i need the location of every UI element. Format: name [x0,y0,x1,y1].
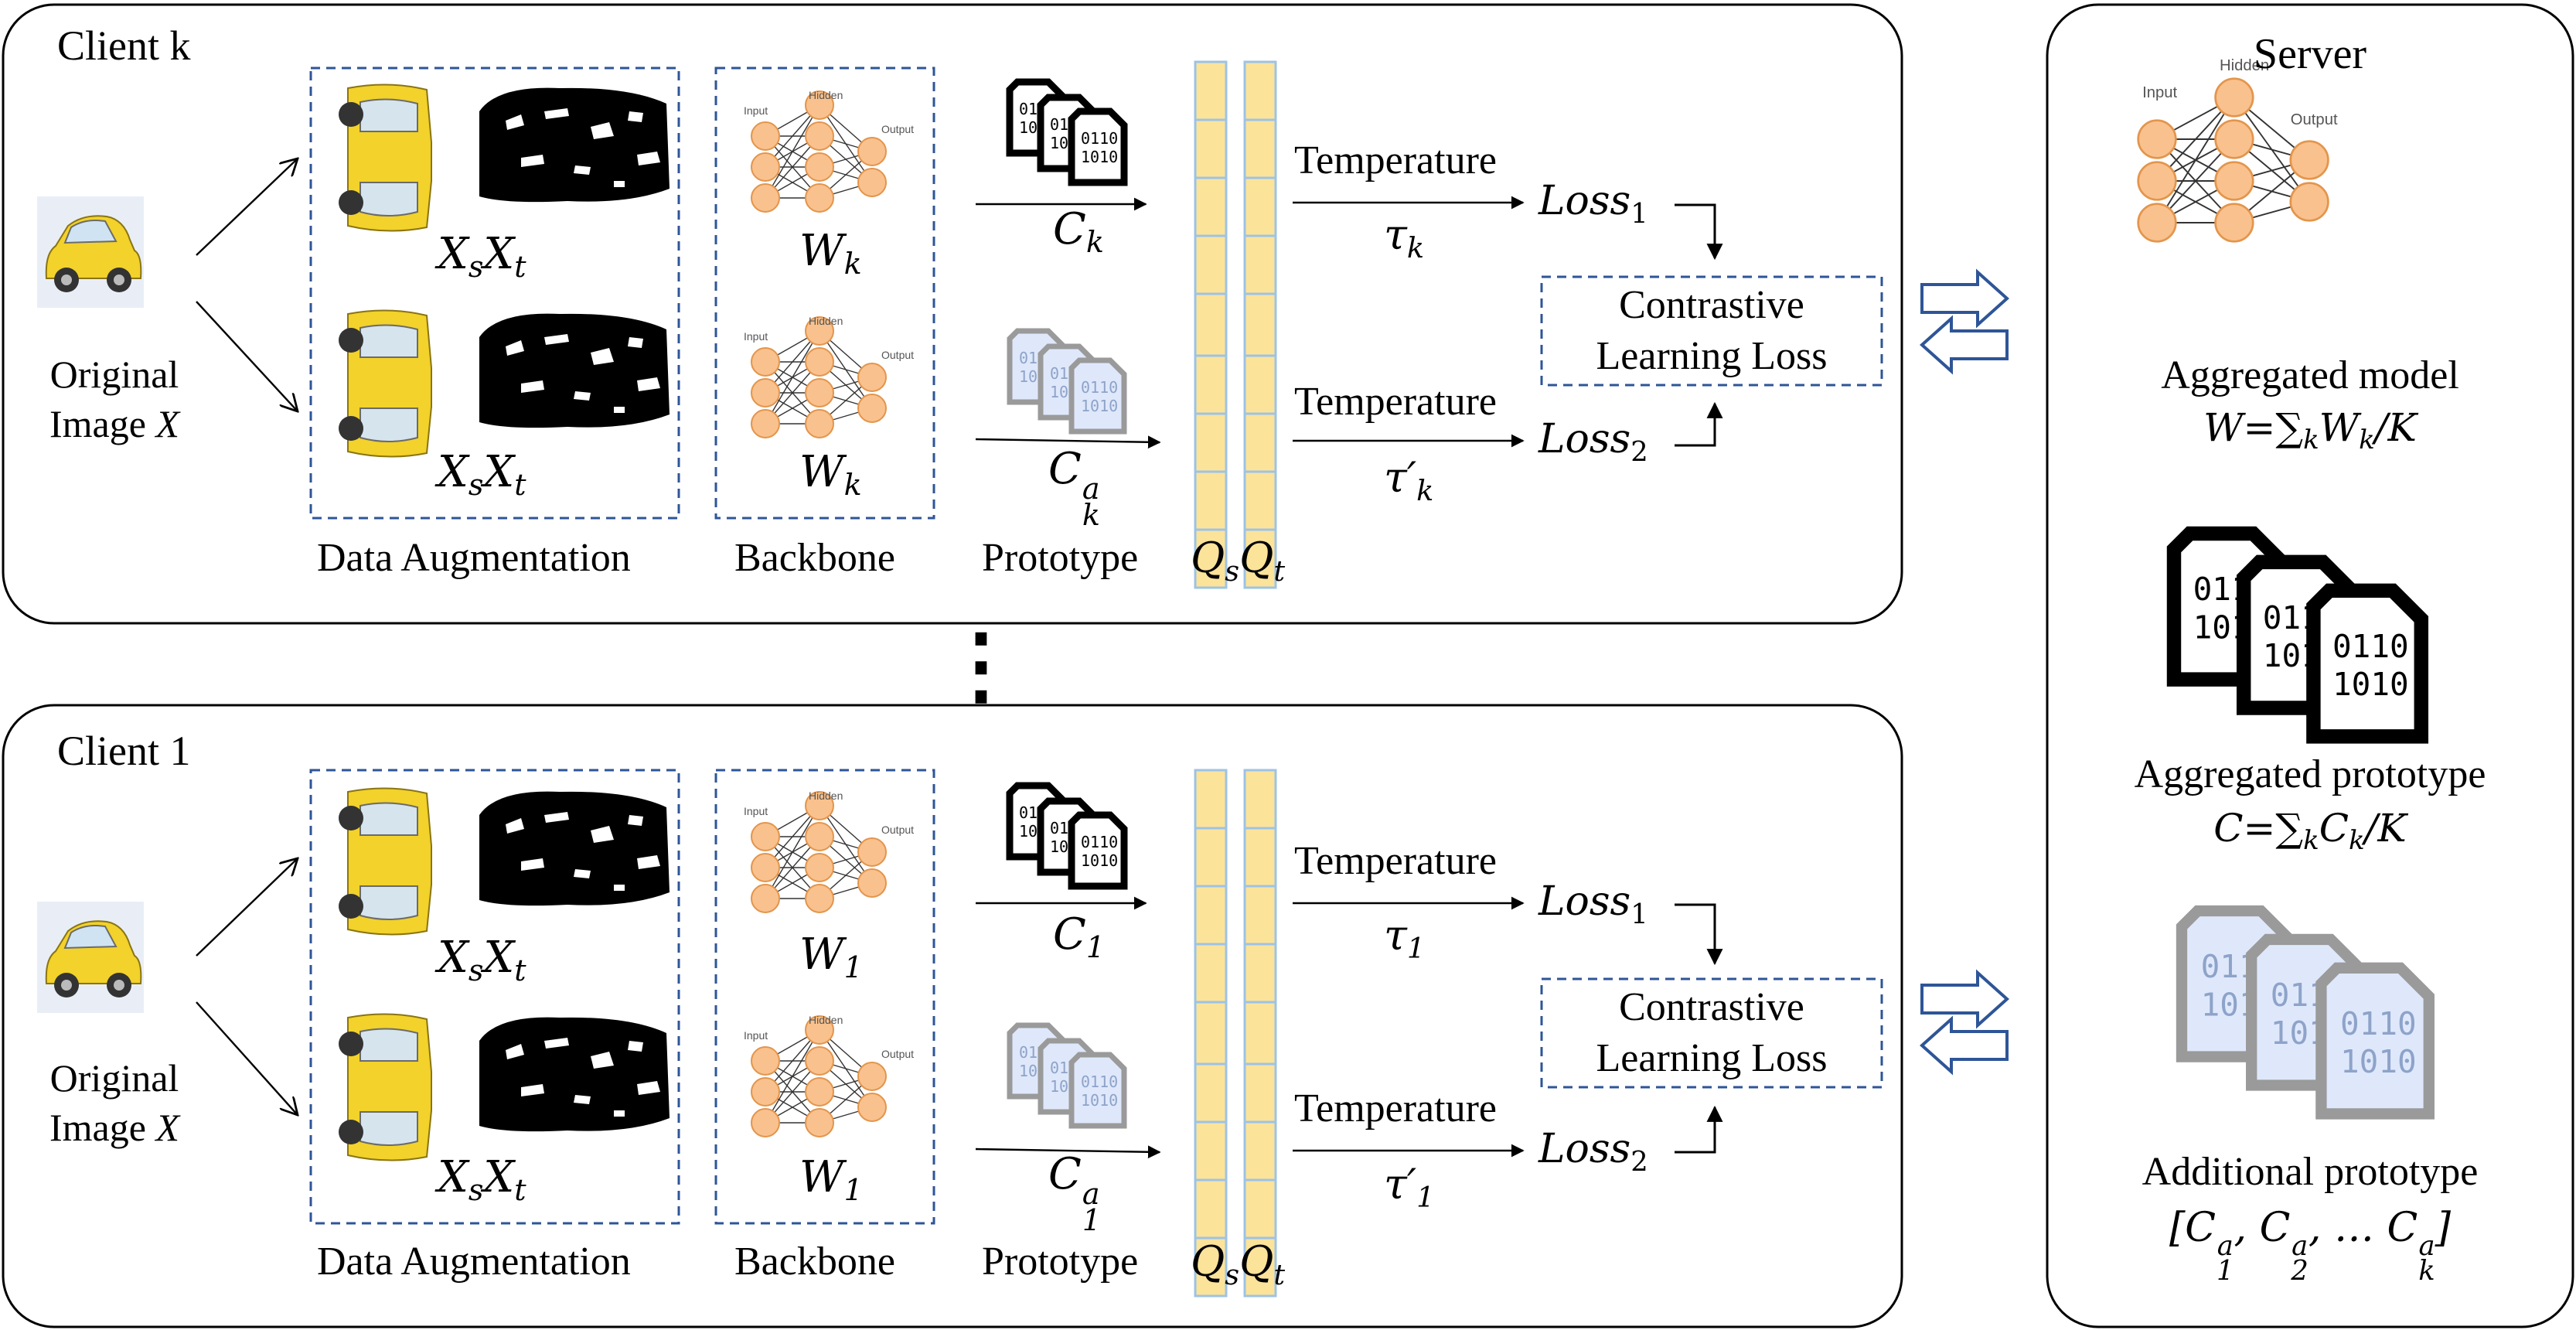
w-label: Wk [799,226,862,281]
loss1-label: Loss1 [1538,178,1648,230]
agg-proto-label: Aggregated prototype [2134,752,2486,796]
w-label: Wk [799,447,862,503]
c-label: C1 [1053,909,1106,965]
nn-input-label: Input [744,104,768,117]
tau-label: τ1 [1384,911,1426,966]
svg-text:Output: Output [881,123,914,135]
w-label: W1 [799,1152,863,1208]
backbone-label: Backbone [734,536,895,580]
svg-text:Output: Output [2291,111,2338,128]
queue-qs [1194,60,1228,589]
svg-text:Output: Output [881,1048,914,1060]
temperature-label: Temperature [1294,380,1497,424]
c-label: Ck [1053,204,1104,260]
server-additional-prototype-icon [2182,911,2429,1113]
server-nn-icon: Input Hidden Output [2137,57,2338,243]
xs-xt-label: XsXt [438,1152,526,1208]
svg-text:Hidden: Hidden [809,315,843,327]
client-1-panel [2,704,1903,1328]
client-1-title: Client 1 [57,728,191,774]
aug-label: Data Augmentation [317,1240,631,1284]
qs-qt-label: QsQt [1191,1237,1286,1292]
svg-text:Input: Input [2142,84,2177,101]
prototype-label: Prototype [982,536,1139,580]
download-arrow-1 [1920,1018,2009,1073]
svg-text:Input: Input [744,330,768,343]
svg-text:Output: Output [881,349,914,361]
loss2-label: Loss2 [1538,1126,1648,1178]
temperature-label: Temperature [1294,138,1497,182]
upload-arrow-k [1920,271,2009,326]
svg-text:Hidden: Hidden [809,1014,843,1026]
temperature-label: Temperature [1294,839,1497,883]
w-label: W1 [799,929,863,985]
svg-text:Input: Input [744,1029,768,1042]
xs-xt-label: XsXt [438,229,526,285]
original-image-label: Original Image X [49,353,179,445]
tau-label: τk [1384,210,1425,265]
prototype-label: Prototype [982,1240,1139,1284]
queue-qt [1243,60,1277,589]
upload-arrow-1 [1920,971,2009,1027]
tau-prime-label: τ′1 [1384,1160,1435,1215]
contrastive-loss-box [1540,275,1883,387]
original-car-image [36,196,145,309]
xs-xt-label: XsXt [438,447,526,503]
xs-xt-label: XsXt [438,933,526,988]
server-panel [2046,3,2574,1328]
temperature-label: Temperature [1294,1086,1497,1130]
add-proto-label: Additional prototype [2142,1150,2479,1194]
loss2-label: Loss2 [1538,416,1648,468]
agg-model-label: Aggregated model [2161,353,2459,397]
ellipsis-icon: ⋮ [939,619,1024,713]
svg-text:Hidden: Hidden [809,789,843,802]
svg-text:Output: Output [881,824,914,836]
agg-proto-formula: C=∑kCk/K [2213,806,2407,857]
augmentation-box [309,66,680,520]
original-image-label: Original Image X [49,1056,179,1149]
loss1-label: Loss1 [1538,878,1648,930]
download-arrow-k [1920,317,2009,373]
server-title: Server [2253,30,2367,78]
agg-model-formula: W=∑kWk/K [2203,405,2417,456]
aug-label: Data Augmentation [317,536,631,580]
svg-text:Hidden: Hidden [809,89,843,101]
client-k-panel [2,3,1903,625]
svg-text:Input: Input [744,805,768,817]
split-arrow-down [196,301,298,411]
qs-qt-label: QsQt [1191,534,1286,588]
svg-text:Hidden: Hidden [2220,57,2269,74]
client-k-title: Client k [57,22,191,69]
backbone-box [714,66,935,520]
split-arrow-up [196,159,298,256]
server-aggregated-prototype-icon [2174,534,2421,736]
backbone-label: Backbone [734,1240,895,1284]
tau-prime-label: τ′k [1384,453,1434,508]
